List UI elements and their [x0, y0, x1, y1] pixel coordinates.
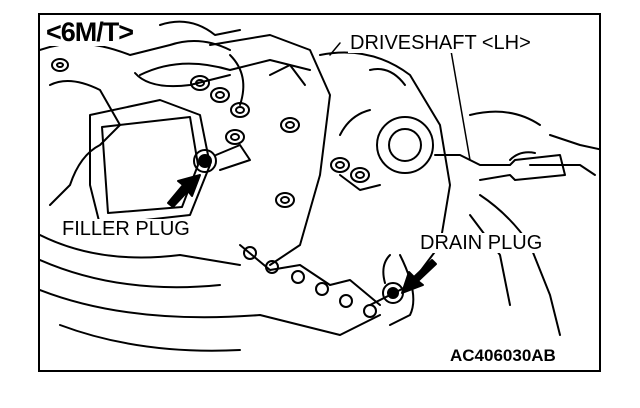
casing-outline [319, 51, 599, 336]
body-outline [40, 20, 331, 266]
leader-lines [329, 42, 471, 161]
filler-plug-label: FILLER PLUG [60, 218, 192, 240]
transmission-illustration [40, 20, 599, 352]
driveshaft-label: DRIVESHAFT <LH> [348, 32, 533, 54]
bolts [51, 58, 370, 208]
drain-plug-arrow [401, 259, 437, 294]
figure-code: AC406030AB [450, 346, 556, 365]
filler-plug-part [193, 144, 251, 173]
drain-plug-part [382, 254, 404, 304]
diagram-frame: <6M/T> DRIVESHAFT <LH> FILLER PLUG DRAIN… [38, 13, 601, 372]
lower-ribs [40, 234, 415, 352]
filler-plug-arrow [167, 174, 201, 208]
drain-plug-label: DRAIN PLUG [418, 232, 545, 254]
figure-title: <6M/T> [44, 17, 136, 47]
